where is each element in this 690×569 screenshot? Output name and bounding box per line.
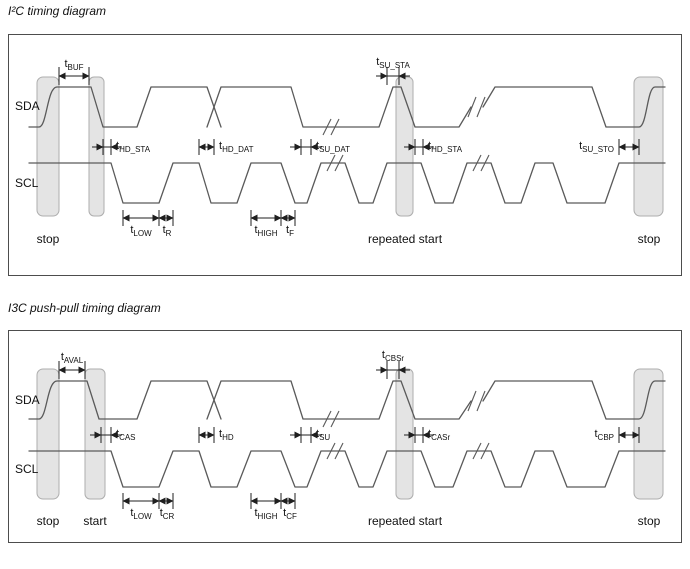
annotation-t-aval: tAVAL (60, 351, 84, 366)
annotation-t-buf: tBUF (64, 58, 84, 73)
condition-label-stop-left: stop (36, 232, 60, 246)
annotation-t-su-dat: tSU_DAT (316, 140, 351, 155)
dimension-annotations (58, 67, 640, 226)
annotation-t-hd-sta-2: tHD_STA (428, 140, 463, 155)
annotation-t-su: tSU (316, 428, 331, 443)
annotation-t-hd-dat: tHD_DAT (219, 140, 254, 155)
annotation-t-casr: tCASr (428, 428, 451, 443)
annotation-t-cbsr: tCBSr (381, 349, 405, 364)
annotation-t-high: tHIGH (254, 224, 278, 239)
annotation-t-hd: tHD (219, 428, 234, 443)
break-marks (322, 96, 490, 172)
sda-waveform (28, 380, 666, 420)
diagram2-title: I3C push-pull timing diagram (8, 301, 161, 315)
condition-label-stop-right: stop (637, 514, 661, 528)
annotation-t-low: tLOW (130, 224, 152, 239)
diagram1-canvas (28, 67, 666, 226)
break-marks (322, 390, 490, 460)
annotation-t-hd-sta-1: tHD_STA (116, 140, 151, 155)
condition-label-repeated-start: repeated start (367, 232, 443, 246)
scl-waveform (28, 162, 666, 204)
condition-label-stop-right: stop (637, 232, 661, 246)
annotation-t-low: tLOW (130, 507, 152, 522)
sda-waveform (28, 86, 666, 128)
stop-highlight-bar-left (36, 368, 60, 500)
signal-label-scl: SCL (15, 176, 39, 190)
annotation-t-f: tF (286, 224, 294, 239)
stop-highlight-bar-right (633, 368, 664, 500)
signal-label-scl: SCL (15, 462, 39, 476)
stop-highlight-bar-left (36, 76, 60, 217)
diagram2-box: SDA SCL stop start repeated start stop t… (8, 330, 682, 543)
start-highlight-bar (84, 368, 106, 500)
signal-label-sda: SDA (15, 393, 40, 407)
annotation-t-cbp: tCBP (594, 428, 614, 443)
repeated-start-highlight-bar (395, 368, 414, 500)
diagram1-title: I²C timing diagram (8, 4, 107, 18)
condition-label-start: start (83, 514, 107, 528)
annotation-t-cf: tCF (283, 507, 297, 522)
signal-label-sda: SDA (15, 99, 40, 113)
scl-waveform (28, 450, 666, 488)
annotation-t-high: tHIGH (254, 507, 278, 522)
condition-label-stop-left: stop (36, 514, 60, 528)
annotation-t-su-sto: tSU_STO (579, 140, 614, 155)
diagram1-box: SDA SCL stop repeated start stop tBUF tSU… (8, 34, 682, 276)
annotation-t-cr: tCR (159, 507, 175, 522)
annotation-t-r: tR (162, 224, 172, 239)
condition-label-repeated-start: repeated start (367, 514, 443, 528)
dimension-annotations (58, 361, 640, 509)
annotation-t-su-sta: tSU_STA (376, 56, 410, 71)
diagram2-canvas (28, 361, 666, 509)
annotation-t-cas: tCAS (116, 428, 136, 443)
